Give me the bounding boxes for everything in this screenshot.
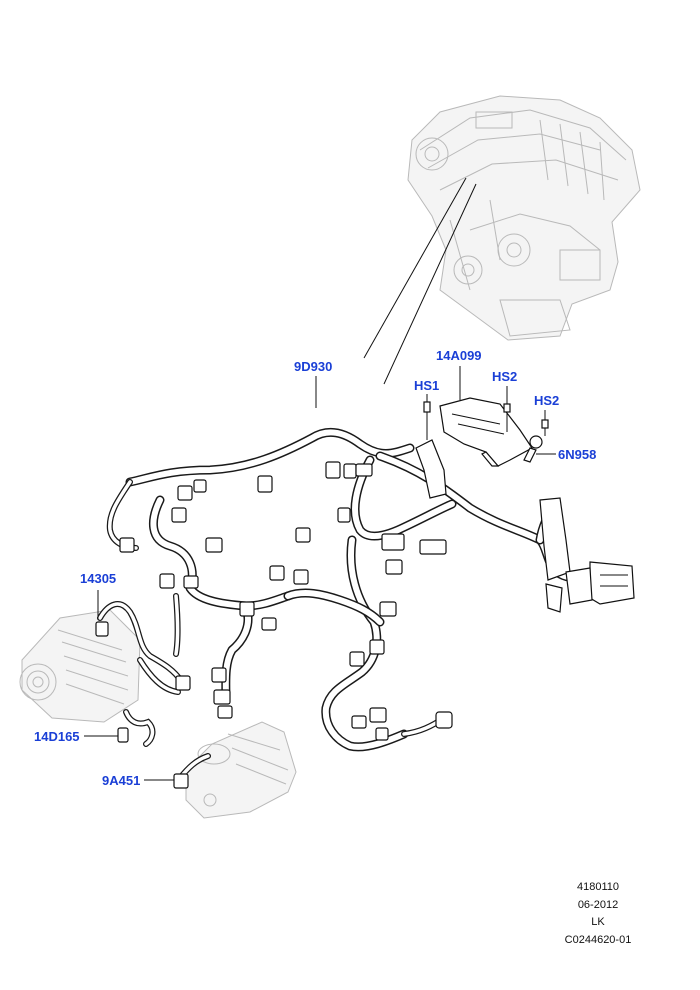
starter-lead: [173, 753, 211, 789]
harness-bracket: [415, 439, 447, 499]
engine-illustration: [407, 95, 641, 341]
screw-hs1: [423, 401, 431, 440]
footer-code: LK: [591, 916, 605, 928]
clip-6n958: [523, 435, 543, 463]
engine-wiring-harness: [106, 427, 603, 752]
callout-9d930: 9D930: [294, 359, 332, 374]
heat-shield: [439, 397, 533, 467]
callout-hs2-a: HS2: [492, 369, 517, 384]
callout-14d165: 14D165: [34, 729, 80, 744]
ground-lead: [117, 709, 156, 747]
callout-9a451: 9A451: [102, 773, 140, 788]
footer-illustration-number: 4180110: [577, 881, 619, 893]
harness-connectors: [119, 461, 453, 741]
footer-date: 06-2012: [578, 899, 618, 911]
alternator-illustration: [19, 609, 141, 723]
alternator-lead: [95, 593, 191, 695]
engine-leader-line: [383, 183, 477, 385]
callout-hs2-b: HS2: [534, 393, 559, 408]
starter-motor-illustration: [185, 721, 297, 819]
footer-reference: C0244620-01: [565, 934, 632, 946]
callout-14a099: 14A099: [436, 348, 482, 363]
callout-14305: 14305: [80, 571, 116, 586]
screw-hs2-b: [541, 419, 549, 436]
engine-leader-line: [363, 177, 467, 359]
callout-6n958: 6N958: [558, 447, 596, 462]
callout-hs1: HS1: [414, 378, 439, 393]
main-connector-block: [539, 497, 635, 613]
